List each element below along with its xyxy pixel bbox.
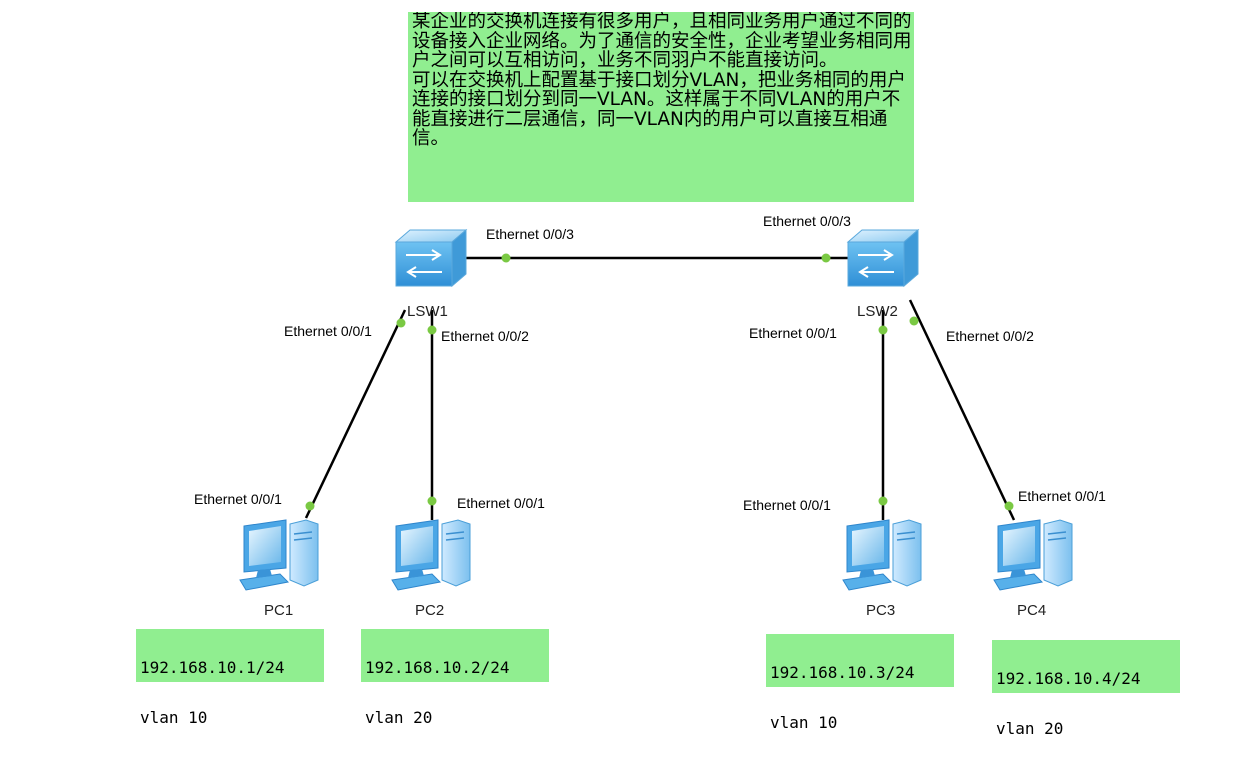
port-label-lsw1-pc2: Ethernet 0/0/2 (441, 328, 529, 344)
pc4-config-note: 192.168.10.4/24 vlan 20 (992, 640, 1180, 738)
pc-icon (842, 519, 922, 591)
port-label-lsw2-pc3: Ethernet 0/0/1 (749, 325, 837, 341)
port-label-pc4: Ethernet 0/0/1 (1018, 488, 1106, 504)
port-dot (878, 496, 888, 506)
port-dot (909, 316, 919, 326)
pc-icon (993, 519, 1073, 591)
pc2-ip: 192.168.10.2/24 (365, 658, 510, 677)
pc1-vlan: vlan 10 (140, 708, 208, 727)
port-dot (427, 325, 437, 335)
pc-icon (391, 519, 471, 591)
pc-icon (239, 519, 319, 591)
switch-lsw1[interactable] (395, 229, 467, 287)
pc-label-pc1: PC1 (264, 602, 293, 619)
pc-label-pc4: PC4 (1017, 602, 1046, 619)
port-dot (305, 501, 315, 511)
switch-label-lsw1: LSW1 (407, 303, 448, 320)
port-dot (821, 253, 831, 263)
link-lsw2-pc4 (908, 299, 1016, 521)
pc3-vlan: vlan 10 (770, 713, 838, 732)
pc1-ip: 192.168.10.1/24 (140, 658, 285, 677)
links (304, 256, 1016, 521)
port-label-lsw1-uplink: Ethernet 0/0/3 (486, 226, 574, 242)
pc-pc2[interactable] (391, 519, 471, 591)
port-label-lsw2-uplink: Ethernet 0/0/3 (763, 213, 851, 229)
port-label-lsw2-pc4: Ethernet 0/0/2 (946, 328, 1034, 344)
pc-pc3[interactable] (842, 519, 922, 591)
switch-icon (847, 229, 919, 287)
port-label-lsw1-pc1: Ethernet 0/0/1 (284, 323, 372, 339)
port-label-pc1: Ethernet 0/0/1 (194, 491, 282, 507)
pc4-vlan: vlan 20 (996, 719, 1064, 738)
link-lsw1-pc1 (304, 309, 407, 519)
pc-label-pc3: PC3 (866, 602, 895, 619)
pc-pc1[interactable] (239, 519, 319, 591)
switch-label-lsw2: LSW2 (857, 303, 898, 320)
description-note: 某企业的交换机连接有很多用户，且相同业务用户通过不同的设备接入企业网络。为了通信… (408, 12, 914, 202)
switch-lsw2[interactable] (847, 229, 919, 287)
pc3-config-note: 192.168.10.3/24 vlan 10 (766, 634, 954, 732)
port-dot (1004, 501, 1014, 511)
pc4-ip: 192.168.10.4/24 (996, 669, 1141, 688)
port-dot (427, 496, 437, 506)
port-dot (396, 318, 406, 328)
topology-canvas: LSW1 LSW2 PC1 PC2 PC3 PC4 Ethernet 0/0/3… (194, 213, 1106, 619)
switch-icon (395, 229, 467, 287)
pc-pc4[interactable] (993, 519, 1073, 591)
port-dot (501, 253, 511, 263)
pc1-config-note: 192.168.10.1/24 vlan 10 (136, 629, 324, 727)
port-dot (878, 325, 888, 335)
pc3-ip: 192.168.10.3/24 (770, 663, 915, 682)
pc2-vlan: vlan 20 (365, 708, 433, 727)
port-dots (305, 253, 1014, 511)
port-label-pc2: Ethernet 0/0/1 (457, 495, 545, 511)
pc2-config-note: 192.168.10.2/24 vlan 20 (361, 629, 549, 727)
pc-label-pc2: PC2 (415, 602, 444, 619)
port-label-pc3: Ethernet 0/0/1 (743, 497, 831, 513)
